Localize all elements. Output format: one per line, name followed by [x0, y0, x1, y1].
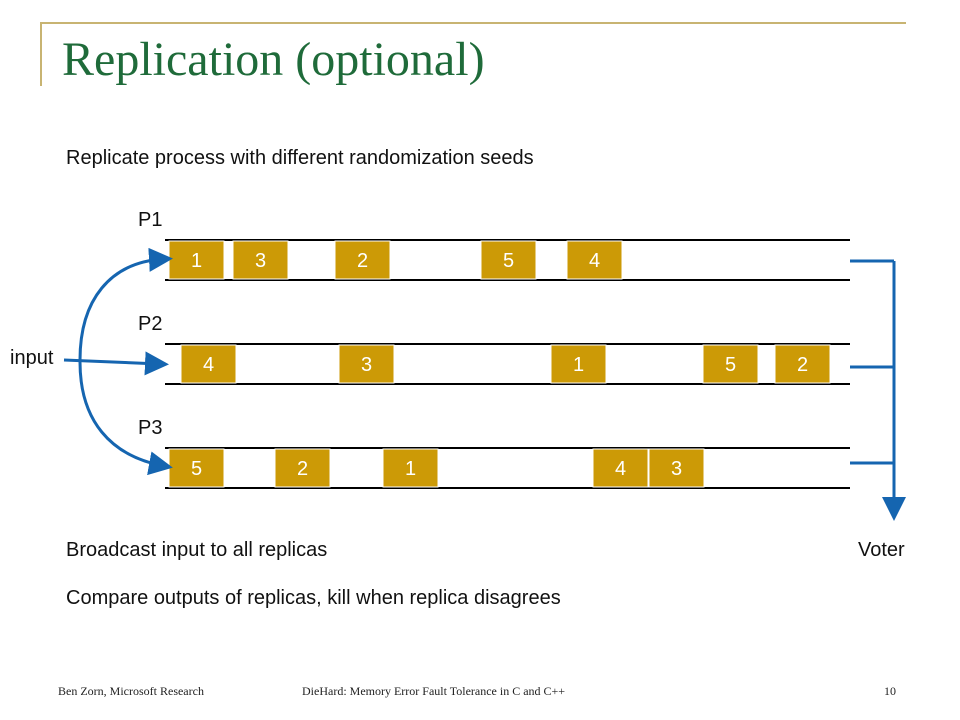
- svg-text:3: 3: [361, 354, 372, 376]
- track-p3: [165, 447, 850, 489]
- svg-text:2: 2: [357, 250, 368, 272]
- footer-page-number: 10: [884, 684, 896, 698]
- svg-text:5: 5: [191, 458, 202, 480]
- footer-talk: DieHard: Memory Error Fault Tolerance in…: [302, 684, 566, 698]
- p1-block: 5: [480, 240, 537, 280]
- p2-block: 1: [550, 344, 607, 384]
- input-label: input: [10, 347, 54, 369]
- slide-title: Replication (optional): [62, 33, 485, 86]
- svg-text:4: 4: [615, 458, 626, 480]
- svg-text:1: 1: [573, 354, 584, 376]
- svg-text:3: 3: [255, 250, 266, 272]
- p3-block: 1: [382, 448, 439, 488]
- frame-top-rule: [40, 22, 906, 24]
- p2-block: 3: [338, 344, 395, 384]
- svg-text:4: 4: [203, 354, 214, 376]
- svg-text:2: 2: [297, 458, 308, 480]
- process-label-p3: P3: [138, 417, 163, 439]
- p1-block: 3: [232, 240, 289, 280]
- p2-block: 5: [702, 344, 759, 384]
- p2-block: 4: [180, 344, 237, 384]
- svg-text:3: 3: [671, 458, 682, 480]
- svg-text:1: 1: [405, 458, 416, 480]
- p3-block: 4: [592, 448, 649, 488]
- svg-text:1: 1: [191, 250, 202, 272]
- process-label-p2: P2: [138, 313, 163, 335]
- p1-block: 4: [566, 240, 623, 280]
- svg-text:5: 5: [725, 354, 736, 376]
- p3-block: 3: [648, 448, 705, 488]
- voter-arrows: [850, 259, 906, 521]
- svg-text:4: 4: [589, 250, 600, 272]
- frame-left-rule: [40, 22, 42, 86]
- process-label-p1: P1: [138, 209, 163, 231]
- p3-block: 2: [274, 448, 331, 488]
- p1-block: 2: [334, 240, 391, 280]
- voter-label: Voter: [858, 539, 905, 561]
- p3-block: 5: [168, 448, 225, 488]
- subtitle: Replicate process with different randomi…: [66, 147, 534, 169]
- compare-text: Compare outputs of replicas, kill when r…: [66, 587, 561, 609]
- footer-author: Ben Zorn, Microsoft Research: [58, 684, 204, 698]
- p1-block: 1: [168, 240, 225, 280]
- track-p2: [165, 343, 850, 385]
- track-p1: [165, 239, 850, 281]
- p2-block: 2: [774, 344, 831, 384]
- broadcast-text: Broadcast input to all replicas: [66, 539, 328, 561]
- svg-text:2: 2: [797, 354, 808, 376]
- input-broadcast-arrows: [63, 247, 173, 476]
- svg-text:5: 5: [503, 250, 514, 272]
